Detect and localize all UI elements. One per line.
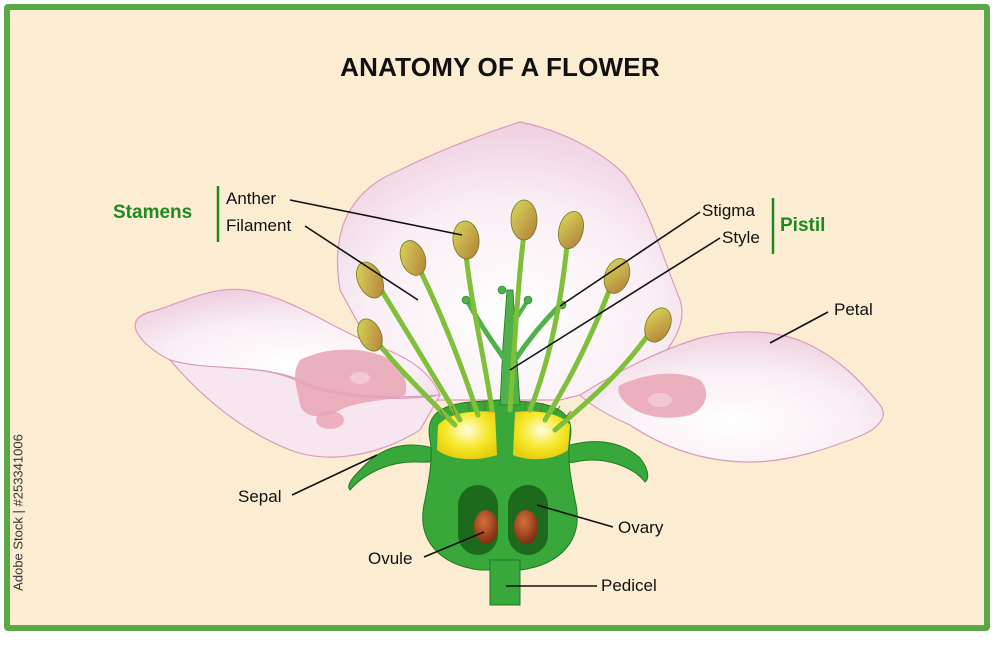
label-pedicel: Pedicel xyxy=(601,576,657,595)
anther xyxy=(644,307,672,343)
leader-sepal xyxy=(291,454,378,496)
leader-petal xyxy=(769,311,829,344)
nectary-right xyxy=(513,411,570,460)
group-label-stamens: Stamens xyxy=(113,202,193,223)
anther xyxy=(603,258,631,294)
label-ovary: Ovary xyxy=(618,518,664,537)
stigma-lobe xyxy=(497,285,507,295)
label-stigma: Stigma xyxy=(702,201,755,220)
anther xyxy=(452,220,480,260)
pedicel xyxy=(489,559,521,606)
leader-stigma xyxy=(559,211,701,307)
label-style: Style xyxy=(722,228,760,247)
anther xyxy=(357,318,383,352)
anther xyxy=(558,210,584,250)
diagram-title: ANATOMY OF A FLOWER xyxy=(340,52,660,82)
ovule-right xyxy=(514,510,538,544)
leader-ovule xyxy=(423,531,485,558)
pistil-style xyxy=(499,289,521,406)
right-petal xyxy=(579,331,884,463)
anther xyxy=(399,240,427,276)
stigma-lobe xyxy=(523,295,533,305)
label-ovule: Ovule xyxy=(368,549,413,568)
leader-lines xyxy=(289,199,829,587)
label-petal: Petal xyxy=(834,300,873,319)
leader-ovary xyxy=(536,504,614,528)
leader-anther xyxy=(289,199,463,236)
leader-filament xyxy=(304,225,419,301)
ovule-left xyxy=(474,510,498,544)
stigma-lobe xyxy=(461,295,471,305)
label-sepal: Sepal xyxy=(238,487,282,506)
back-petal xyxy=(336,121,683,401)
label-anther: Anther xyxy=(226,189,277,208)
label-filament: Filament xyxy=(226,216,292,235)
sepal-left xyxy=(348,444,441,491)
group-label-pistil: Pistil xyxy=(780,215,826,236)
leader-style xyxy=(509,237,721,371)
stock-watermark: Adobe Stock | #253341006 xyxy=(10,434,26,591)
anther xyxy=(510,199,538,241)
